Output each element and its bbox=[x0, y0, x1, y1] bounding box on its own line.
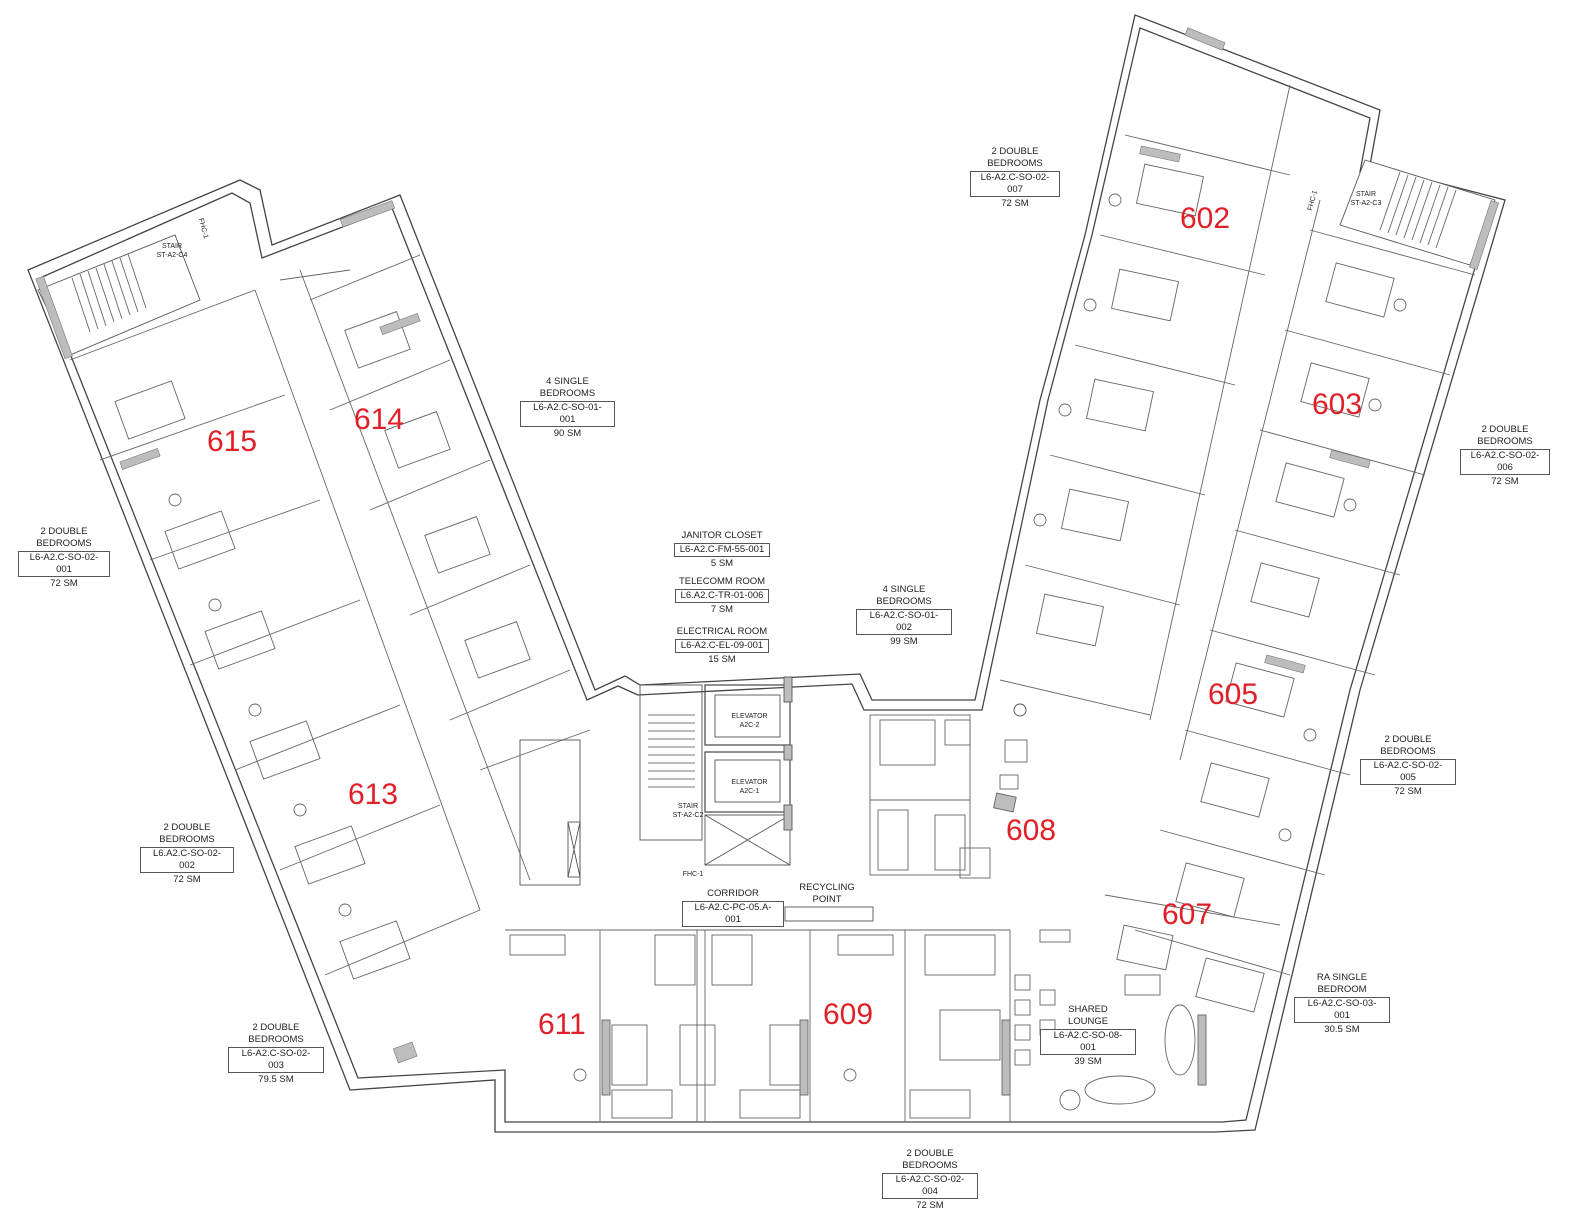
room-tag-code: L6-A2.C-SO-02-007 bbox=[970, 171, 1060, 197]
stair-st-a2-c2-label: STAIR ST-A2-C2 bbox=[664, 802, 712, 820]
room-tag-code: L6-A2.C-SO-02-003 bbox=[228, 1047, 324, 1073]
elevator-name: ELEVATOR bbox=[731, 713, 768, 720]
room-tag-tr-01-006: TELECOMM ROOM L6.A2.C-TR-01-006 7 SM bbox=[670, 576, 774, 616]
stair-st-a2-c3-label: STAIR ST-A2-C3 bbox=[1342, 190, 1390, 208]
room-tag-code: L6-A2.C-SO-01-001 bbox=[520, 401, 615, 427]
unit-number-607: 607 bbox=[1162, 898, 1213, 931]
unit-607-layout bbox=[1039, 894, 1281, 1013]
stair-name: STAIR bbox=[677, 803, 699, 810]
room-tag-so-02-007: 2 DOUBLE BEDROOMS L6-A2.C-SO-02-007 72 S… bbox=[970, 146, 1060, 210]
room-tag-code: L6.A2.C-TR-01-006 bbox=[674, 589, 770, 603]
room-tag-area: 15 SM bbox=[708, 654, 736, 665]
room-tag-so-02-002: 2 DOUBLE BEDROOMS L6.A2.C-SO-02-002 72 S… bbox=[140, 822, 234, 886]
room-tag-name: ELECTRICAL ROOM bbox=[676, 626, 768, 637]
stair-name: STAIR bbox=[161, 243, 183, 250]
elevator-a2c-1-label: ELEVATOR A2C-1 bbox=[722, 778, 777, 796]
room-tag-area: 5 SM bbox=[710, 558, 734, 569]
right-wing-rooms bbox=[999, 84, 1476, 976]
room-tag-code: L6.A2.C-SO-02-002 bbox=[140, 847, 234, 873]
room-tag-code: L6-A2.C-SO-02-004 bbox=[882, 1173, 978, 1199]
unit-number-608: 608 bbox=[1006, 814, 1057, 847]
room-tag-area: 30.5 SM bbox=[1324, 1024, 1360, 1035]
room-tag-name: RA SINGLE BEDROOM bbox=[1316, 972, 1368, 995]
stair-st-a2-c4 bbox=[37, 234, 201, 356]
room-tag-area: 90 SM bbox=[553, 428, 582, 439]
room-tag-fm-55-001: JANITOR CLOSET L6-A2.C-FM-55-001 5 SM bbox=[670, 530, 774, 570]
unit-number-615: 615 bbox=[207, 425, 258, 458]
wall-accents bbox=[35, 27, 1499, 1064]
unit-number-609: 609 bbox=[823, 998, 874, 1031]
room-tag-so-02-001: 2 DOUBLE BEDROOMS L6-A2.C-SO-02-001 72 S… bbox=[18, 526, 110, 590]
elevator-name: ELEVATOR bbox=[731, 779, 768, 786]
stair-st-a2-c3 bbox=[1339, 159, 1496, 266]
elevator-code: A2C-2 bbox=[739, 722, 760, 729]
stair-code: ST-A2-C3 bbox=[1350, 200, 1382, 207]
room-tag-name: JANITOR CLOSET bbox=[681, 530, 763, 541]
room-tag-name: CORRIDOR bbox=[707, 888, 759, 899]
room-tag-so-02-006: 2 DOUBLE BEDROOMS L6-A2.C-SO-02-006 72 S… bbox=[1460, 424, 1550, 488]
unit-number-605: 605 bbox=[1208, 678, 1259, 711]
room-tag-so-01-002: 4 SINGLE BEDROOMS L6-A2.C-SO-01-002 99 S… bbox=[856, 584, 952, 648]
room-tag-code: L6-A2.C-EL-09-001 bbox=[674, 639, 770, 653]
unit-number-614: 614 bbox=[354, 403, 405, 436]
stair-name: STAIR bbox=[1355, 191, 1377, 198]
room-tag-area: 39 SM bbox=[1074, 1056, 1102, 1067]
room-tag-el-09-001: ELECTRICAL ROOM L6-A2.C-EL-09-001 15 SM bbox=[670, 626, 774, 666]
room-tag-name: 4 SINGLE BEDROOMS bbox=[876, 584, 932, 607]
room-tag-area: 72 SM bbox=[1001, 198, 1029, 209]
core bbox=[519, 676, 874, 922]
building-outline bbox=[27, 14, 1506, 1133]
fhc-label-core: FHC-1 bbox=[682, 871, 704, 878]
unit-number-603: 603 bbox=[1312, 388, 1363, 421]
room-tag-so-02-003: 2 DOUBLE BEDROOMS L6-A2.C-SO-02-003 79.5… bbox=[228, 1022, 324, 1086]
room-tag-name: 2 DOUBLE BEDROOMS bbox=[902, 1148, 958, 1171]
room-tag-area: 72 SM bbox=[173, 874, 201, 885]
room-tag-code: L6-A2.C-SO-02-005 bbox=[1360, 759, 1456, 785]
unit-608-layout bbox=[869, 703, 1028, 879]
room-tag-area: 7 SM bbox=[710, 604, 734, 615]
room-tag-name: TELECOMM ROOM bbox=[678, 576, 766, 587]
room-tag-area: 72 SM bbox=[50, 578, 78, 589]
stair-code: ST-A2-C4 bbox=[156, 252, 188, 259]
room-tag-name: 2 DOUBLE BEDROOMS bbox=[987, 146, 1043, 169]
room-tag-area: 79.5 SM bbox=[258, 1074, 294, 1085]
room-tag-code: L6-A2.C-SO-08-001 bbox=[1040, 1029, 1136, 1055]
room-tag-so-03-001: RA SINGLE BEDROOM L6-A2.C-SO-03-001 30.5… bbox=[1294, 972, 1390, 1036]
room-tag-name: 2 DOUBLE BEDROOMS bbox=[159, 822, 215, 845]
room-tag-so-02-004: 2 DOUBLE BEDROOMS L6-A2.C-SO-02-004 72 S… bbox=[882, 1148, 978, 1212]
room-tag-name: 2 DOUBLE BEDROOMS bbox=[248, 1022, 304, 1045]
room-tag-pc-05-001: CORRIDOR L6-A2.C-PC-05.A-001 bbox=[682, 888, 784, 928]
elevator-code: A2C-1 bbox=[739, 788, 760, 795]
room-tag-name: 2 DOUBLE BEDROOMS bbox=[1477, 424, 1533, 447]
room-tag-name: 4 SINGLE BEDROOMS bbox=[539, 376, 596, 399]
unit-number-613: 613 bbox=[348, 778, 399, 811]
room-tag-code: L6-A2.C-SO-02-006 bbox=[1460, 449, 1550, 475]
room-tag-area: 99 SM bbox=[890, 636, 918, 647]
elevator-a2c-2-label: ELEVATOR A2C-2 bbox=[722, 712, 777, 730]
room-tag-so-02-005: 2 DOUBLE BEDROOMS L6-A2.C-SO-02-005 72 S… bbox=[1360, 734, 1456, 798]
room-tag-code: L6-A2.C-SO-03-001 bbox=[1294, 997, 1390, 1023]
recycling-point-label: RECYCLING POINT bbox=[799, 882, 855, 905]
stair-code: ST-A2-C2 bbox=[672, 812, 704, 819]
room-tag-area: 72 SM bbox=[916, 1200, 944, 1211]
room-tag-code: L6-A2.C-SO-01-002 bbox=[856, 609, 952, 635]
room-tag-so-08-001: SHARED LOUNGE L6-A2.C-SO-08-001 39 SM bbox=[1040, 1004, 1136, 1068]
room-tag-name: SHARED LOUNGE bbox=[1067, 1004, 1109, 1027]
room-tag-code: L6-A2.C-FM-55-001 bbox=[673, 543, 771, 557]
room-tag-name: 2 DOUBLE BEDROOMS bbox=[1380, 734, 1436, 757]
room-tag-name: 2 DOUBLE BEDROOMS bbox=[36, 526, 92, 549]
room-tag-code: L6-A2.C-PC-05.A-001 bbox=[682, 901, 784, 927]
unit-number-611: 611 bbox=[538, 1008, 586, 1041]
unit-number-602: 602 bbox=[1180, 202, 1231, 235]
room-tag-so-01-001: 4 SINGLE BEDROOMS L6-A2.C-SO-01-001 90 S… bbox=[520, 376, 615, 440]
room-tag-area: 72 SM bbox=[1394, 786, 1422, 797]
room-tag-code: L6-A2.C-SO-02-001 bbox=[18, 551, 110, 577]
bottom-units bbox=[505, 929, 1207, 1122]
stair-st-a2-c4-label: STAIR ST-A2-C4 bbox=[148, 242, 196, 260]
room-tag-area: 72 SM bbox=[1491, 476, 1519, 487]
left-wing-rooms bbox=[69, 254, 591, 980]
